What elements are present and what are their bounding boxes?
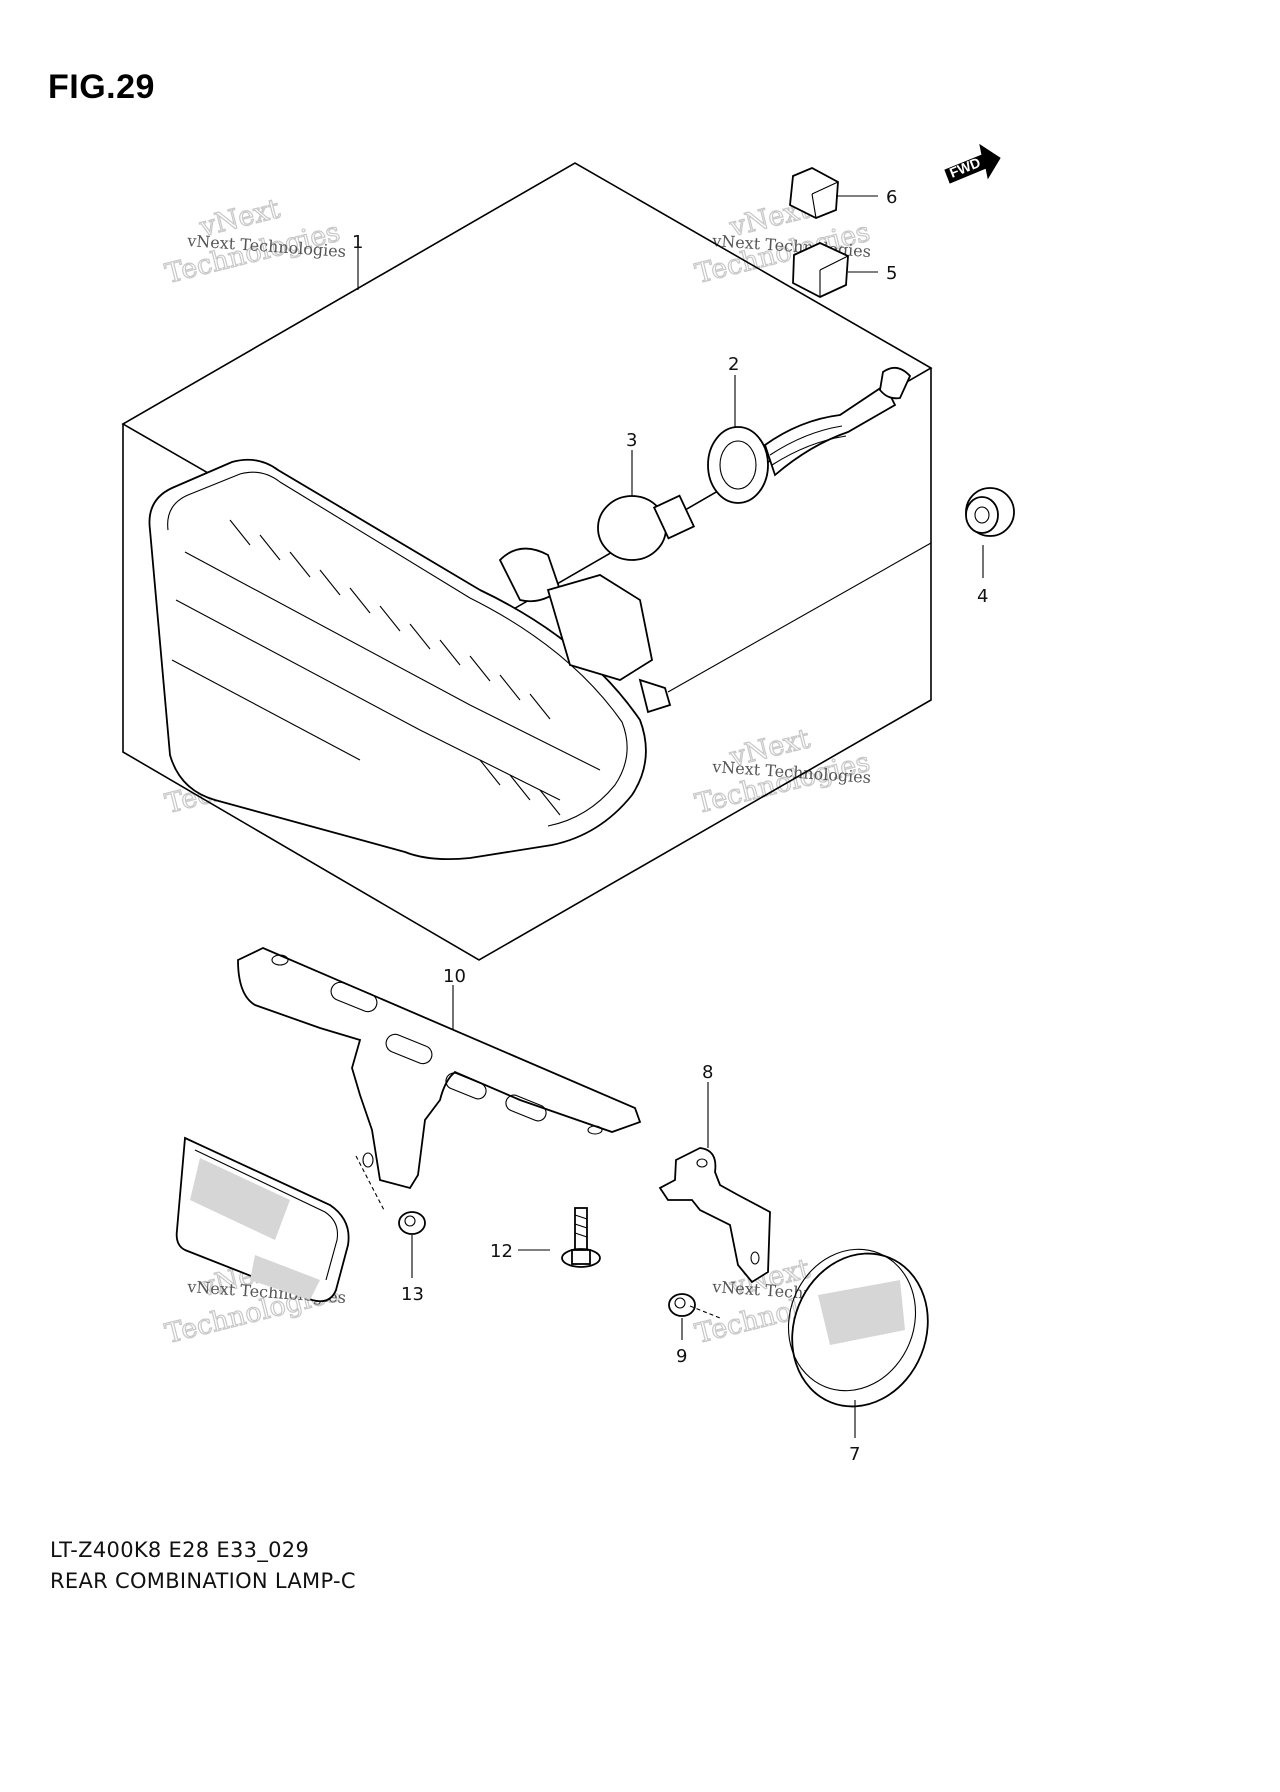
nut-part-13 (398, 1211, 426, 1235)
callout-7: 7 (849, 1444, 860, 1465)
callout-13: 13 (401, 1284, 424, 1305)
callout-12: 12 (490, 1241, 513, 1262)
round-reflector-part-7 (787, 1248, 929, 1408)
nut-part-9 (668, 1293, 696, 1317)
callout-6: 6 (886, 187, 897, 208)
bracket-part-10 (237, 947, 642, 1190)
tail-lamp-housing (148, 458, 932, 861)
callout-9: 9 (676, 1346, 687, 1367)
grommet-part-4 (965, 487, 1015, 537)
figure-title: FIG.29 (48, 68, 155, 106)
leader-lines (355, 195, 984, 1438)
reflector-part-11 (175, 1136, 350, 1303)
callout-2: 2 (728, 354, 739, 375)
socket-part-2 (707, 366, 912, 504)
bulb-part-3 (597, 494, 696, 561)
callout-10: 10 (443, 966, 466, 987)
block-part-6 (789, 167, 839, 219)
fwd-arrow-icon: FWD (944, 143, 1001, 184)
bracket-part-8 (658, 1147, 771, 1284)
callout-5: 5 (886, 263, 897, 284)
callout-8: 8 (702, 1062, 713, 1083)
figure-caption: REAR COMBINATION LAMP-C (50, 1569, 356, 1593)
callout-4: 4 (977, 586, 988, 607)
callout-1: 1 (352, 232, 363, 253)
lens-ribs (229, 519, 561, 816)
bolt-part-12 (561, 1207, 601, 1268)
assembly-box-sides (122, 368, 932, 961)
model-code: LT-Z400K8 E28 E33_029 (50, 1538, 310, 1562)
block-part-5 (792, 242, 849, 299)
callout-3: 3 (626, 430, 637, 451)
